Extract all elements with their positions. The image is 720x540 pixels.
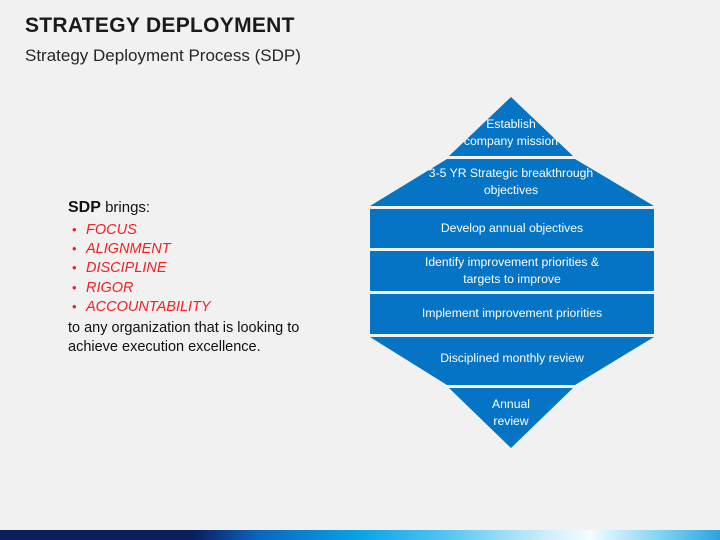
band-6-label-line1: Disciplined monthly review xyxy=(440,351,584,365)
page-subtitle: Strategy Deployment Process (SDP) xyxy=(25,46,301,65)
sdp-lead-line: SDP brings: xyxy=(68,198,333,218)
band-1-label-line2: company mission xyxy=(464,134,558,148)
band-6-shape xyxy=(370,337,654,385)
band-4-label-line2: targets to improve xyxy=(463,272,561,286)
page-title: STRATEGY DEPLOYMENT xyxy=(25,14,295,37)
band-5-label-line1: Implement improvement priorities xyxy=(422,306,602,320)
left-text-block: SDP brings: FOCUS ALIGNMENT DISCIPLINE R… xyxy=(68,198,333,358)
list-item: ACCOUNTABILITY xyxy=(68,297,333,317)
band-3-label-line1: Develop annual objectives xyxy=(441,221,583,235)
band-7-shape xyxy=(449,388,573,448)
band-5-shape xyxy=(370,294,654,334)
sdp-lead-rest: brings: xyxy=(100,199,151,216)
footer-gradient-bar xyxy=(0,530,720,540)
band-7-label-line1: Annual xyxy=(492,397,530,411)
list-item: FOCUS xyxy=(68,219,333,240)
list-item: ALIGNMENT xyxy=(68,239,333,259)
list-item: RIGOR xyxy=(68,278,333,298)
attribute-list: FOCUS ALIGNMENT DISCIPLINE RIGOR ACCOUNT… xyxy=(68,219,333,318)
band-3-shape xyxy=(370,209,654,248)
band-4-shape xyxy=(370,251,654,291)
band-4-label-line1: Identify improvement priorities & xyxy=(425,255,599,269)
diamond-diagram: Establish company mission 3-5 YR Strateg… xyxy=(368,95,656,453)
list-item: DISCIPLINE xyxy=(68,258,333,278)
band-2-shape xyxy=(370,159,654,206)
sdp-acronym: SDP xyxy=(68,199,101,216)
band-2-label-line2: objectives xyxy=(484,183,538,197)
band-7-label-line2: review xyxy=(493,414,528,428)
closing-sentence: to any organization that is looking to a… xyxy=(68,319,300,356)
band-1-shape xyxy=(449,97,573,156)
band-2-label-line1: 3-5 YR Strategic breakthrough xyxy=(429,166,593,180)
band-1-label-line1: Establish xyxy=(486,117,535,131)
